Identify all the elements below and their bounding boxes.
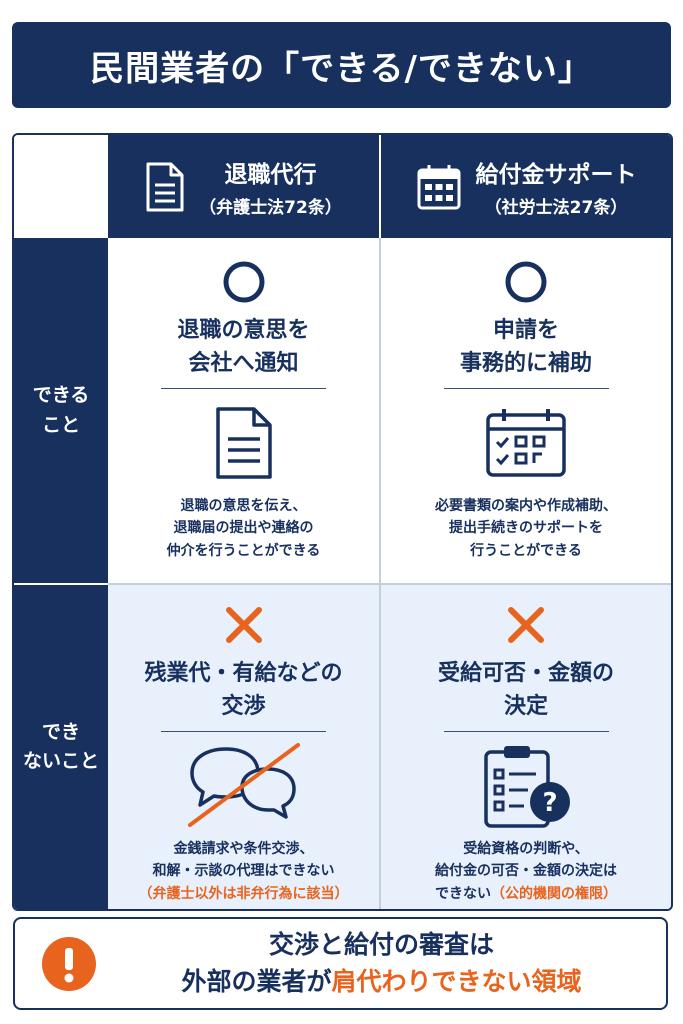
summary-line: 交渉と給付の審査は (268, 930, 494, 960)
comparison-table: 退職代行 （弁護士法72条） 給付金サポート （社労士法27条） できる こと (12, 133, 673, 911)
crossed-speech-bubbles-icon (182, 743, 306, 827)
cell-description: 金銭請求や条件交渉、 和解・示談の代理はできない （弁護士以外は非弁行為に該当） (139, 838, 349, 905)
row-label-line: ないこと (22, 750, 99, 772)
row-label-cannot: でき ないこと (14, 585, 108, 909)
row-label-line: できる (32, 384, 90, 407)
exclamation-icon (42, 937, 96, 991)
divider (443, 388, 609, 389)
calendar-icon (417, 164, 460, 209)
document-icon (214, 403, 274, 483)
circle-icon (504, 258, 548, 306)
document-icon (146, 162, 184, 211)
cell-description: 必要書類の案内や作成補助、 提出手続きのサポートを 行うことができる (435, 498, 617, 559)
row-label-line: でき (41, 720, 80, 743)
cross-icon (506, 601, 546, 649)
table-corner (14, 135, 108, 238)
summary-text: 交渉と給付の審査は 外部の業者が肩代わりできない領域 (107, 919, 656, 1008)
column-header-retirement-agency: 退職代行 （弁護士法72条） (108, 135, 381, 238)
column-title: 退職代行 (224, 162, 317, 188)
summary-line: 外部の業者が肩代わりできない領域 (181, 964, 581, 1000)
cell-can-retirement: 退職の意思を 会社へ通知 退職の意思を伝え、 退職届の提出や連絡の 仲介を行うこ… (108, 238, 381, 585)
column-title: 給付金サポート (475, 162, 637, 188)
summary-highlight: 肩代わりできない領域 (331, 966, 582, 996)
page-title: 民間業者の「できる/できない」 (90, 48, 593, 89)
divider (443, 731, 609, 732)
cell-description: 受給資格の判断や、 給付金の可否・金額の決定は できない（公的機関の権限） (435, 838, 617, 905)
summary-banner: 交渉と給付の審査は 外部の業者が肩代わりできない領域 (13, 917, 668, 1010)
cross-icon (224, 601, 264, 649)
row-label-can: できる こと (14, 238, 108, 585)
summary-line-prefix: 外部の業者が (181, 966, 332, 996)
calendar-checklist-icon (484, 403, 568, 483)
cell-cannot-retirement: 残業代・有給などの 交渉 金銭請求や条件交渉、 和解・示談の代理はできない （弁… (108, 585, 381, 909)
column-law: （弁護士法72条） (199, 198, 342, 218)
cell-note: （弁護士以外は非弁行為に該当） (138, 885, 349, 902)
clipboard-question-icon: ? (476, 746, 576, 828)
title-banner: 民間業者の「できる/できない」 (12, 22, 671, 108)
cell-headline: 受給可否・金額の 決定 (437, 661, 614, 719)
cell-description-text: 金銭請求や条件交渉、 和解・示談の代理はできない (152, 841, 335, 880)
cell-headline: 申請を 事務的に補助 (459, 318, 592, 376)
cell-headline: 退職の意思を 会社へ通知 (177, 318, 310, 376)
cell-description: 退職の意思を伝え、 退職届の提出や連絡の 仲介を行うことができる (166, 498, 321, 559)
cell-note: （公的機関の権限） (491, 885, 617, 902)
cell-description-text: 受給資格の判断や、 (463, 841, 589, 857)
cell-cannot-benefit: 受給可否・金額の 決定 ? 受給資格の判断や、 給付金の可否・金額の決定は でき… (381, 585, 671, 909)
cell-description-text: できない (435, 885, 491, 902)
column-header-benefit-support: 給付金サポート （社労士法27条） (381, 135, 671, 238)
divider (161, 388, 326, 389)
cell-headline: 残業代・有給などの 交渉 (144, 661, 343, 719)
column-law: （社労士法27条） (484, 198, 628, 218)
row-label-line: こと (41, 413, 80, 436)
cell-description-text: 給付金の可否・金額の決定は (435, 863, 617, 880)
divider (161, 731, 326, 732)
circle-icon (222, 258, 266, 306)
svg-text:?: ? (542, 788, 557, 818)
cell-can-benefit: 申請を 事務的に補助 必要書類の案内や作成補助、 提出手続きのサポートを 行うこ… (381, 238, 671, 585)
